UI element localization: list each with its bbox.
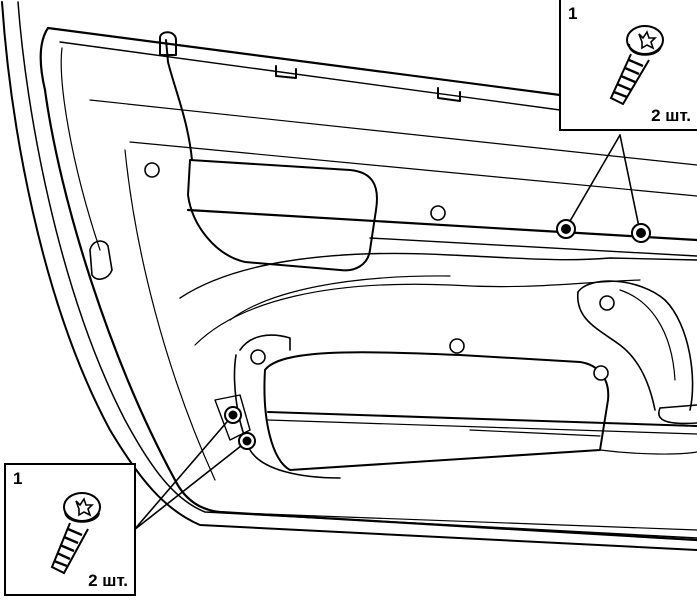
top-clip-left <box>275 65 297 79</box>
leader-bottom-b <box>133 441 247 531</box>
door-frame-inner <box>17 1 697 539</box>
left-clip <box>89 240 113 280</box>
door-frame-outer <box>1 1 697 551</box>
mount-hole <box>599 295 615 311</box>
callout-number: 1 <box>568 4 578 23</box>
leader-bottom-a <box>133 415 233 531</box>
mount-hole <box>449 338 465 354</box>
window-belt-line <box>186 208 697 242</box>
torx-screw-icon <box>609 25 664 106</box>
mount-hole <box>250 349 266 365</box>
top-clip-right <box>437 87 461 102</box>
mount-hole <box>144 162 160 178</box>
callout-number: 1 <box>13 469 23 488</box>
trim-panel-inner-edge <box>60 47 101 251</box>
leader-top-a <box>565 134 621 229</box>
door-pocket <box>263 351 610 471</box>
window-handle-recess <box>187 159 378 272</box>
trim-panel-outline <box>39 26 697 542</box>
callout-quantity: 2 шт. <box>88 571 128 590</box>
callout-top: 1 2 шт. <box>559 0 697 131</box>
pocket-edge <box>267 411 697 427</box>
armrest-grip <box>577 280 694 411</box>
mount-hole <box>430 205 446 221</box>
leader-top-b <box>619 134 641 233</box>
lock-rod <box>165 39 193 161</box>
mount-hole <box>593 365 609 381</box>
callout-quantity: 2 шт. <box>651 106 691 125</box>
trim-panel-top-edge <box>59 41 561 111</box>
callout-bottom: 1 2 шт. <box>4 463 136 596</box>
torx-screw-icon <box>50 492 101 575</box>
